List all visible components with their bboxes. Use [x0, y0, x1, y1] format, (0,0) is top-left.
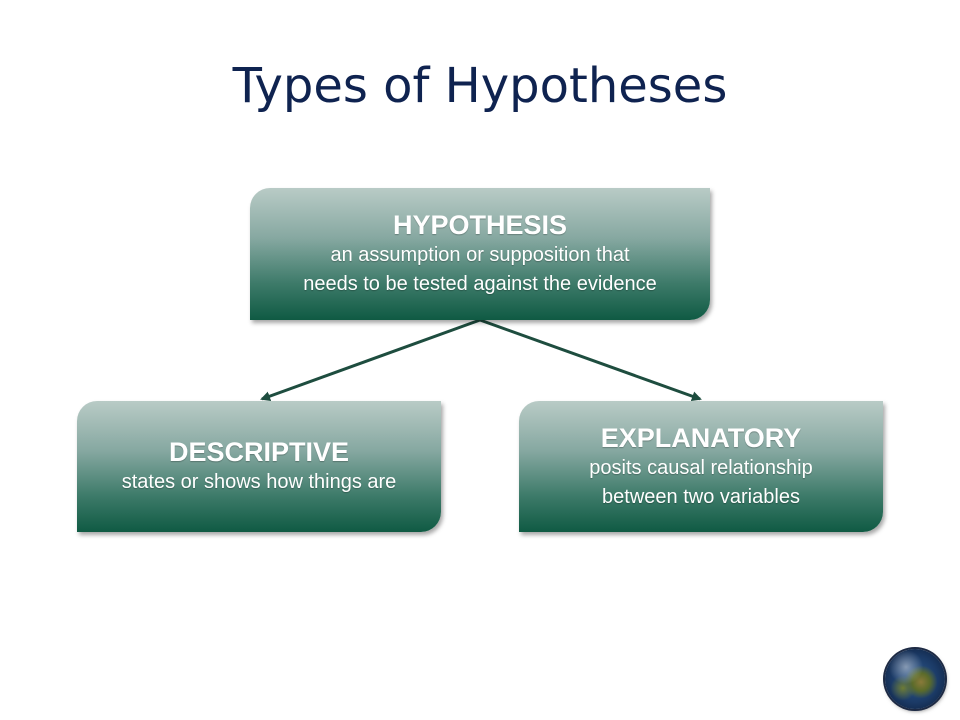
hypothesis-desc-line2: needs to be tested against the evidence [303, 273, 657, 295]
descriptive-box: DESCRIPTIVE states or shows how things a… [77, 401, 441, 532]
globe-icon [885, 649, 945, 709]
hypothesis-box: HYPOTHESIS an assumption or supposition … [250, 188, 710, 320]
slide-title: Types of Hypotheses [232, 58, 728, 114]
explanatory-desc-line1: posits causal relationship [589, 456, 813, 479]
descriptive-heading: DESCRIPTIVE [168, 437, 350, 467]
arrow-to-descriptive [260, 318, 481, 401]
hypothesis-desc-line1: an assumption or supposition that [330, 244, 630, 266]
explanatory-heading: EXPLANATORY [600, 422, 802, 453]
descriptive-desc: states or shows how things are [121, 471, 397, 493]
explanatory-desc-line2: between two variables [602, 485, 800, 508]
arrow-to-explanatory [479, 318, 702, 402]
hypothesis-heading: HYPOTHESIS [392, 210, 568, 240]
explanatory-box: EXPLANATORY posits causal relationship b… [519, 401, 883, 532]
